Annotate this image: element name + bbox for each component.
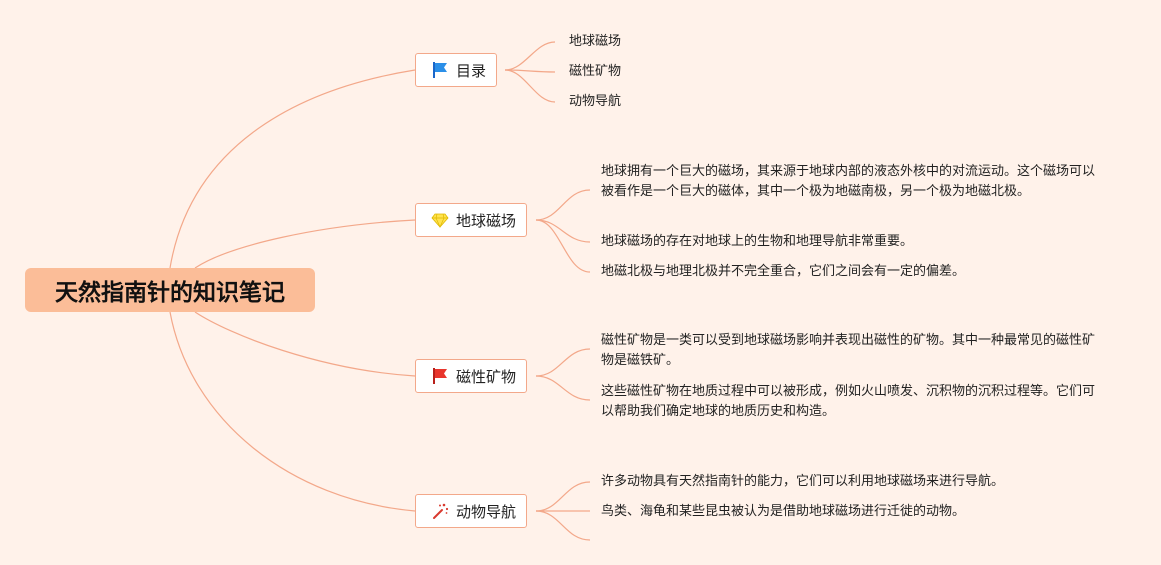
connector-root-branch-2 xyxy=(194,219,416,269)
leaf-minerals-1[interactable]: 磁性矿物是一类可以受到地球磁场影响并表现出磁性的矿物。其中一种最常见的磁性矿物是… xyxy=(601,333,1096,368)
leaf-animal-1[interactable]: 许多动物具有天然指南针的能力，它们可以利用地球磁场来进行导航。 xyxy=(601,474,1005,489)
connector-b3-leaf-2 xyxy=(535,375,591,401)
leaf-toc-1[interactable]: 地球磁场 xyxy=(569,34,622,49)
connector-b3-leaf-1 xyxy=(535,348,591,377)
branch-label: 地球磁场 xyxy=(456,211,517,230)
leaf-earth-3[interactable]: 地磁北极与地理北极并不完全重合，它们之间会有一定的偏差。 xyxy=(601,264,966,279)
connector-b1-leaf-3 xyxy=(504,69,556,103)
branch-label: 目录 xyxy=(456,61,487,80)
leaf-toc-2[interactable]: 磁性矿物 xyxy=(569,64,622,79)
connector-root-branch-3 xyxy=(194,311,416,377)
connector-b1-leaf-2 xyxy=(504,69,556,73)
branch-earth-magnetic-field[interactable]: 地球磁场 xyxy=(415,203,528,237)
connector-b1-leaf-1 xyxy=(504,41,556,71)
blue-flag-icon xyxy=(430,60,450,80)
connector-b2-leaf-3 xyxy=(535,219,591,273)
connector-b4-leaf-1 xyxy=(535,481,591,512)
root-topic[interactable]: 天然指南针的知识笔记 xyxy=(25,268,315,312)
branch-label: 动物导航 xyxy=(456,502,517,521)
connector-b2-leaf-1 xyxy=(535,189,591,221)
branch-animal-navigation[interactable]: 动物导航 xyxy=(415,494,528,528)
connector-b4-leaf-3 xyxy=(535,510,591,541)
diamond-icon xyxy=(430,210,450,230)
root-title: 天然指南针的知识笔记 xyxy=(55,280,285,306)
branch-label: 磁性矿物 xyxy=(456,367,517,386)
leaf-earth-1[interactable]: 地球拥有一个巨大的磁场，其来源于地球内部的液态外核中的对流运动。这个磁场可以被看… xyxy=(601,164,1096,199)
red-flag-icon xyxy=(430,366,450,386)
branch-toc[interactable]: 目录 xyxy=(415,53,498,87)
connector-root-branch-4 xyxy=(169,311,416,512)
leaf-minerals-2[interactable]: 这些磁性矿物在地质过程中可以被形成，例如火山喷发、沉积物的沉积过程等。它们可以帮… xyxy=(601,384,1096,419)
leaf-animal-2[interactable]: 鸟类、海龟和某些昆虫被认为是借助地球磁场进行迁徙的动物。 xyxy=(601,504,966,519)
leaf-toc-3[interactable]: 动物导航 xyxy=(569,94,622,109)
branch-magnetic-minerals[interactable]: 磁性矿物 xyxy=(415,359,528,393)
connector-b2-leaf-2 xyxy=(535,219,591,243)
leaf-earth-2[interactable]: 地球磁场的存在对地球上的生物和地理导航非常重要。 xyxy=(601,234,914,249)
connector-root-branch-1 xyxy=(169,69,416,269)
magic-wand-icon xyxy=(430,501,450,521)
